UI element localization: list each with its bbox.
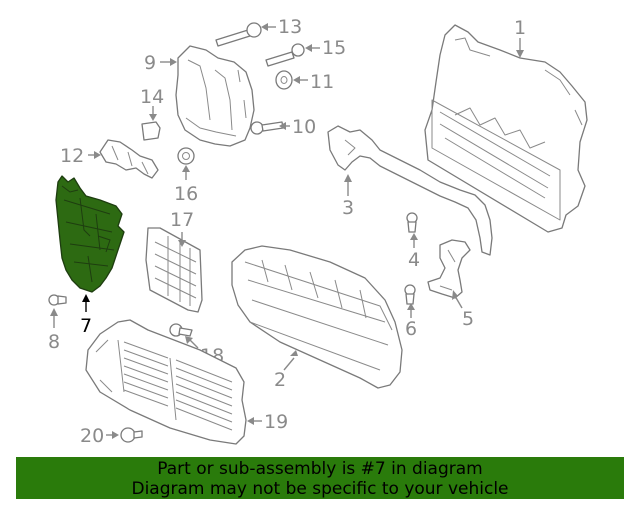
part-6-screw <box>404 284 416 305</box>
part-15-bolt <box>265 43 305 67</box>
callout-6: 6 <box>405 303 417 340</box>
svg-text:15: 15 <box>322 37 346 59</box>
callout-19: 19 <box>247 411 288 433</box>
part-14-block <box>141 121 161 141</box>
callout-9: 9 <box>144 52 177 74</box>
callout-4: 4 <box>408 233 420 271</box>
callout-20: 20 <box>80 425 119 447</box>
callout-8: 8 <box>48 308 60 353</box>
svg-text:2: 2 <box>274 369 286 391</box>
part-5-side-bracket <box>427 239 471 299</box>
parts-diagram: 1 2 3 4 5 <box>48 16 588 447</box>
callout-3: 3 <box>342 174 354 219</box>
svg-text:14: 14 <box>140 86 164 108</box>
banner-line-1: Part or sub-assembly is #7 in diagram <box>157 459 483 479</box>
callout-13: 13 <box>261 16 302 38</box>
svg-text:19: 19 <box>264 411 288 433</box>
svg-text:6: 6 <box>405 318 417 340</box>
part-18-pin <box>169 323 193 337</box>
part-11-washer <box>275 70 293 90</box>
part-12-clip <box>99 139 159 179</box>
callout-16: 16 <box>174 165 198 205</box>
svg-text:4: 4 <box>408 249 420 271</box>
svg-text:3: 3 <box>342 197 354 219</box>
svg-text:1: 1 <box>514 17 526 39</box>
svg-text:12: 12 <box>60 145 84 167</box>
callout-1: 1 <box>514 17 526 58</box>
callout-10: 10 <box>279 116 316 138</box>
part-19-lower-grille <box>85 319 247 445</box>
part-9-bracket <box>175 45 255 147</box>
part-16-nut <box>177 147 195 165</box>
part-2-crossmember <box>231 245 403 389</box>
callout-7: 7 <box>80 294 92 337</box>
callout-15: 15 <box>305 37 346 59</box>
part-17-grille-panel <box>145 227 203 313</box>
svg-text:17: 17 <box>170 209 194 231</box>
info-banner: Part or sub-assembly is #7 in diagram Di… <box>16 457 624 499</box>
svg-text:5: 5 <box>462 308 474 330</box>
svg-text:11: 11 <box>310 71 334 93</box>
part-8-screw <box>48 294 67 306</box>
svg-text:16: 16 <box>174 183 198 205</box>
callout-12: 12 <box>60 145 101 167</box>
svg-text:9: 9 <box>144 52 156 74</box>
callout-5: 5 <box>452 290 474 330</box>
svg-text:20: 20 <box>80 425 104 447</box>
callout-11: 11 <box>293 71 334 93</box>
svg-text:7: 7 <box>80 315 92 337</box>
part-20-screw <box>120 427 143 443</box>
part-1-radiator-support <box>424 24 588 233</box>
svg-text:10: 10 <box>292 116 316 138</box>
part-3-bracket-rail <box>327 125 493 256</box>
part-4-screw <box>406 212 418 233</box>
callout-14: 14 <box>140 86 164 121</box>
part-7-air-deflector <box>55 175 125 293</box>
svg-text:8: 8 <box>48 331 60 353</box>
callout-17: 17 <box>170 209 194 247</box>
callout-2: 2 <box>274 350 298 391</box>
svg-text:13: 13 <box>278 16 302 38</box>
banner-line-2: Diagram may not be specific to your vehi… <box>131 479 509 499</box>
part-13-long-bolt <box>215 22 262 47</box>
part-10-bolt <box>250 121 284 135</box>
